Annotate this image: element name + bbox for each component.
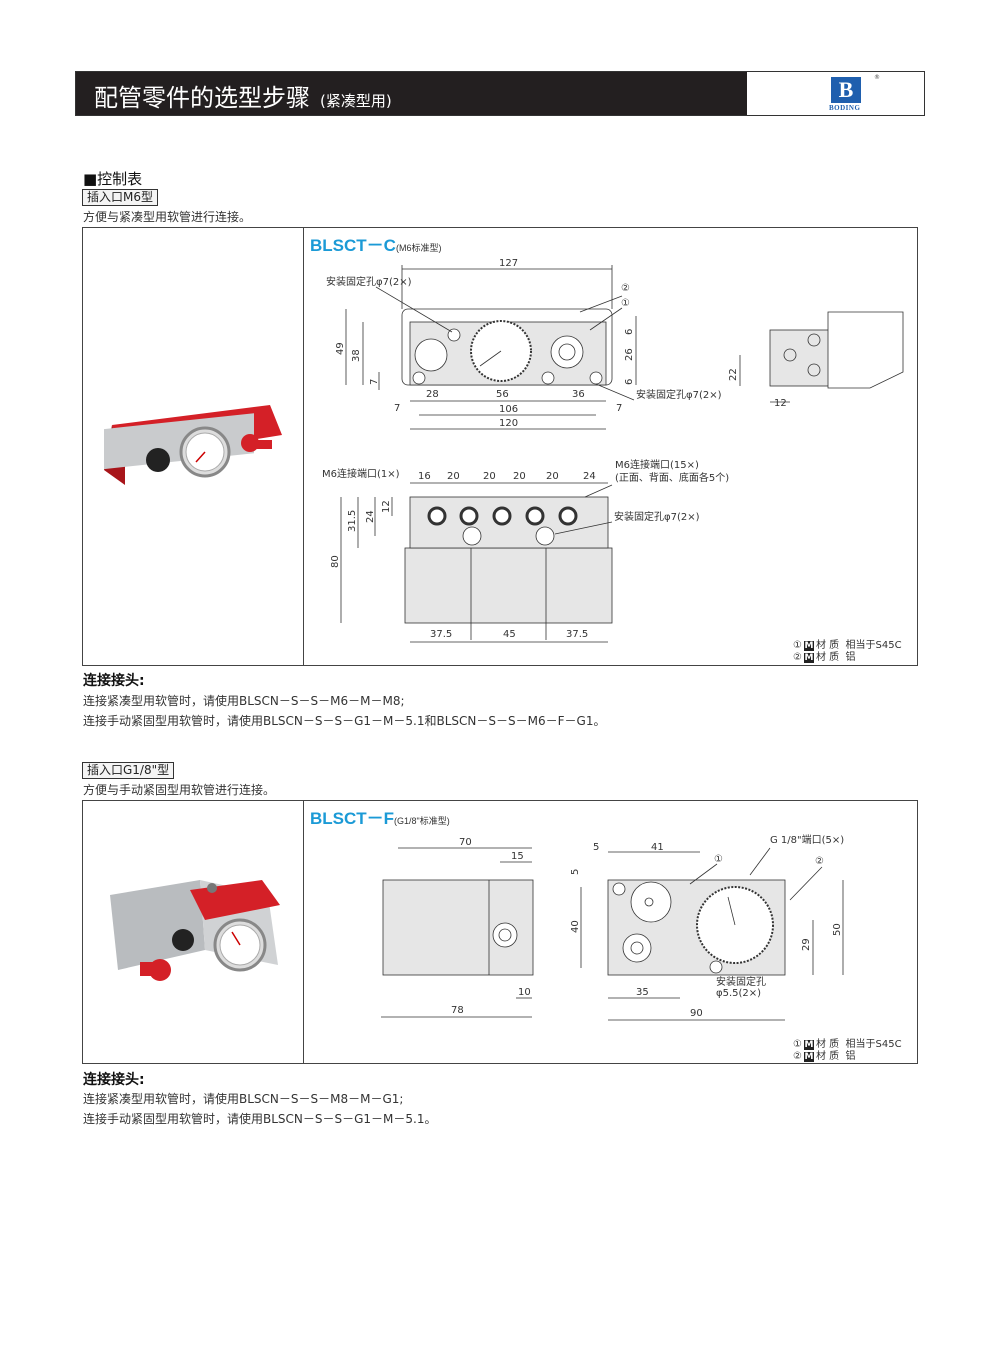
boding-logo: B ® BODING <box>747 72 924 115</box>
dim-24: 24 <box>583 471 596 482</box>
page-title: 配管零件的选型步骤 (紧凑型用) <box>94 78 392 113</box>
dim-50: 50 <box>832 923 843 936</box>
dim-12-side: 12 <box>774 398 787 409</box>
dim-20-a: 20 <box>447 471 460 482</box>
m6-type-desc: 方便与紧凑型用软管进行连接。 <box>83 210 252 224</box>
dim-7-right: 7 <box>616 403 623 414</box>
callout-2: ② <box>621 283 630 294</box>
dim-16: 16 <box>418 471 431 482</box>
dim-49: 49 <box>335 342 346 355</box>
g18-type-desc: 方便与手动紧固型用软管进行连接。 <box>83 783 276 797</box>
connector-line: 连接紧凑型用软管时，请使用BLSCN－S－S－M6－M－M8; <box>83 694 405 708</box>
dim-45: 45 <box>503 629 516 640</box>
dim-20-b: 20 <box>483 471 496 482</box>
hole-size: φ5.5(2×) <box>716 988 762 999</box>
dim-56: 56 <box>496 389 509 400</box>
dim-31-5: 31.5 <box>347 509 358 532</box>
dim-6-b: 6 <box>624 378 635 385</box>
dim-22: 22 <box>728 368 739 381</box>
title-subtitle: (紧凑型用) <box>320 92 392 110</box>
panel-divider <box>303 228 304 665</box>
dim-78: 78 <box>451 1005 464 1016</box>
model-blsct-c: BLSCT－C(M6标准型) <box>310 231 441 256</box>
callout-1: ① <box>621 298 630 309</box>
dim-35: 35 <box>636 987 649 998</box>
callout-2: ② <box>815 856 824 867</box>
page-header: 配管零件的选型步骤 (紧凑型用) B ® BODING <box>75 71 925 116</box>
m6-type-tag: 插入口M6型 <box>82 189 158 206</box>
hole-label: 安装固定孔 <box>716 977 766 988</box>
g18-spec-panel <box>82 800 918 1064</box>
logo-word: BODING <box>829 104 861 112</box>
registered-mark: ® <box>874 74 880 81</box>
connector-heading: 连接接头: <box>83 673 145 689</box>
model-note: (M6标准型) <box>395 243 442 253</box>
dim-40: 40 <box>570 920 581 933</box>
dim-80: 80 <box>330 555 341 568</box>
connector-line: 连接手动紧固型用软管时，请使用BLSCN－S－S－G1－M－5.1。 <box>83 1112 437 1126</box>
connector-line: 连接手动紧固型用软管时，请使用BLSCN－S－S－G1－M－5.1和BLSCN－… <box>83 714 606 728</box>
dim-120: 120 <box>499 418 519 429</box>
callout-1: ① <box>714 854 723 865</box>
dim-7-v: 7 <box>369 378 380 385</box>
dim-15: 15 <box>511 851 524 862</box>
dim-20-d: 20 <box>546 471 559 482</box>
dim-41: 41 <box>651 842 664 853</box>
dim-26: 26 <box>624 348 635 361</box>
dim-12: 12 <box>381 500 392 513</box>
dim-5: 5 <box>593 842 600 853</box>
connector-heading: 连接接头: <box>83 1072 145 1088</box>
dim-90: 90 <box>690 1008 703 1019</box>
dim-24-v: 24 <box>365 510 376 523</box>
dim-38: 38 <box>351 349 362 362</box>
hole-label-top: 安装固定孔φ7(2×) <box>326 277 412 288</box>
model-name: BLSCT－F <box>310 809 395 828</box>
title-text: 配管零件的选型步骤 <box>94 84 310 112</box>
product-photo-f <box>110 880 280 981</box>
port-label-1x: M6连接端口(1×) <box>322 469 400 480</box>
dim-36: 36 <box>572 389 585 400</box>
port-note: (正面、背面、底面各5个) <box>615 473 730 484</box>
dim-6-a: 6 <box>624 328 635 335</box>
dim-10: 10 <box>518 987 531 998</box>
dim-28: 28 <box>426 389 439 400</box>
dim-5-v: 5 <box>570 868 581 875</box>
hole-label-top-view: 安装固定孔φ7(2×) <box>614 512 700 523</box>
model-name: BLSCT－C <box>310 236 396 255</box>
dim-7-left: 7 <box>394 403 401 414</box>
panel-divider <box>303 801 304 1063</box>
dim-29: 29 <box>801 938 812 951</box>
dim-37-5-a: 37.5 <box>430 629 453 640</box>
hole-label-bottom: 安装固定孔φ7(2×) <box>636 390 722 401</box>
dim-20-c: 20 <box>513 471 526 482</box>
model-note: (G1/8"标准型) <box>394 816 450 826</box>
dim-127: 127 <box>499 258 519 269</box>
port-label-15x: M6连接端口(15×) <box>615 460 699 471</box>
logo-mark: B <box>831 77 861 103</box>
port-label-g18: G 1/8"端口(5×) <box>770 835 845 846</box>
section-title: ■控制表 <box>83 170 143 188</box>
dim-37-5-b: 37.5 <box>566 629 589 640</box>
m6-spec-panel <box>82 227 918 666</box>
product-photo-c <box>104 405 282 485</box>
dim-106: 106 <box>499 404 519 415</box>
header-bar: 配管零件的选型步骤 (紧凑型用) <box>76 72 747 115</box>
dim-70: 70 <box>459 837 472 848</box>
connector-line: 连接紧凑型用软管时，请使用BLSCN－S－S－M8－M－G1; <box>83 1092 404 1106</box>
model-blsct-f: BLSCT－F(G1/8"标准型) <box>310 804 450 829</box>
g18-type-tag: 插入口G1/8"型 <box>82 762 175 779</box>
